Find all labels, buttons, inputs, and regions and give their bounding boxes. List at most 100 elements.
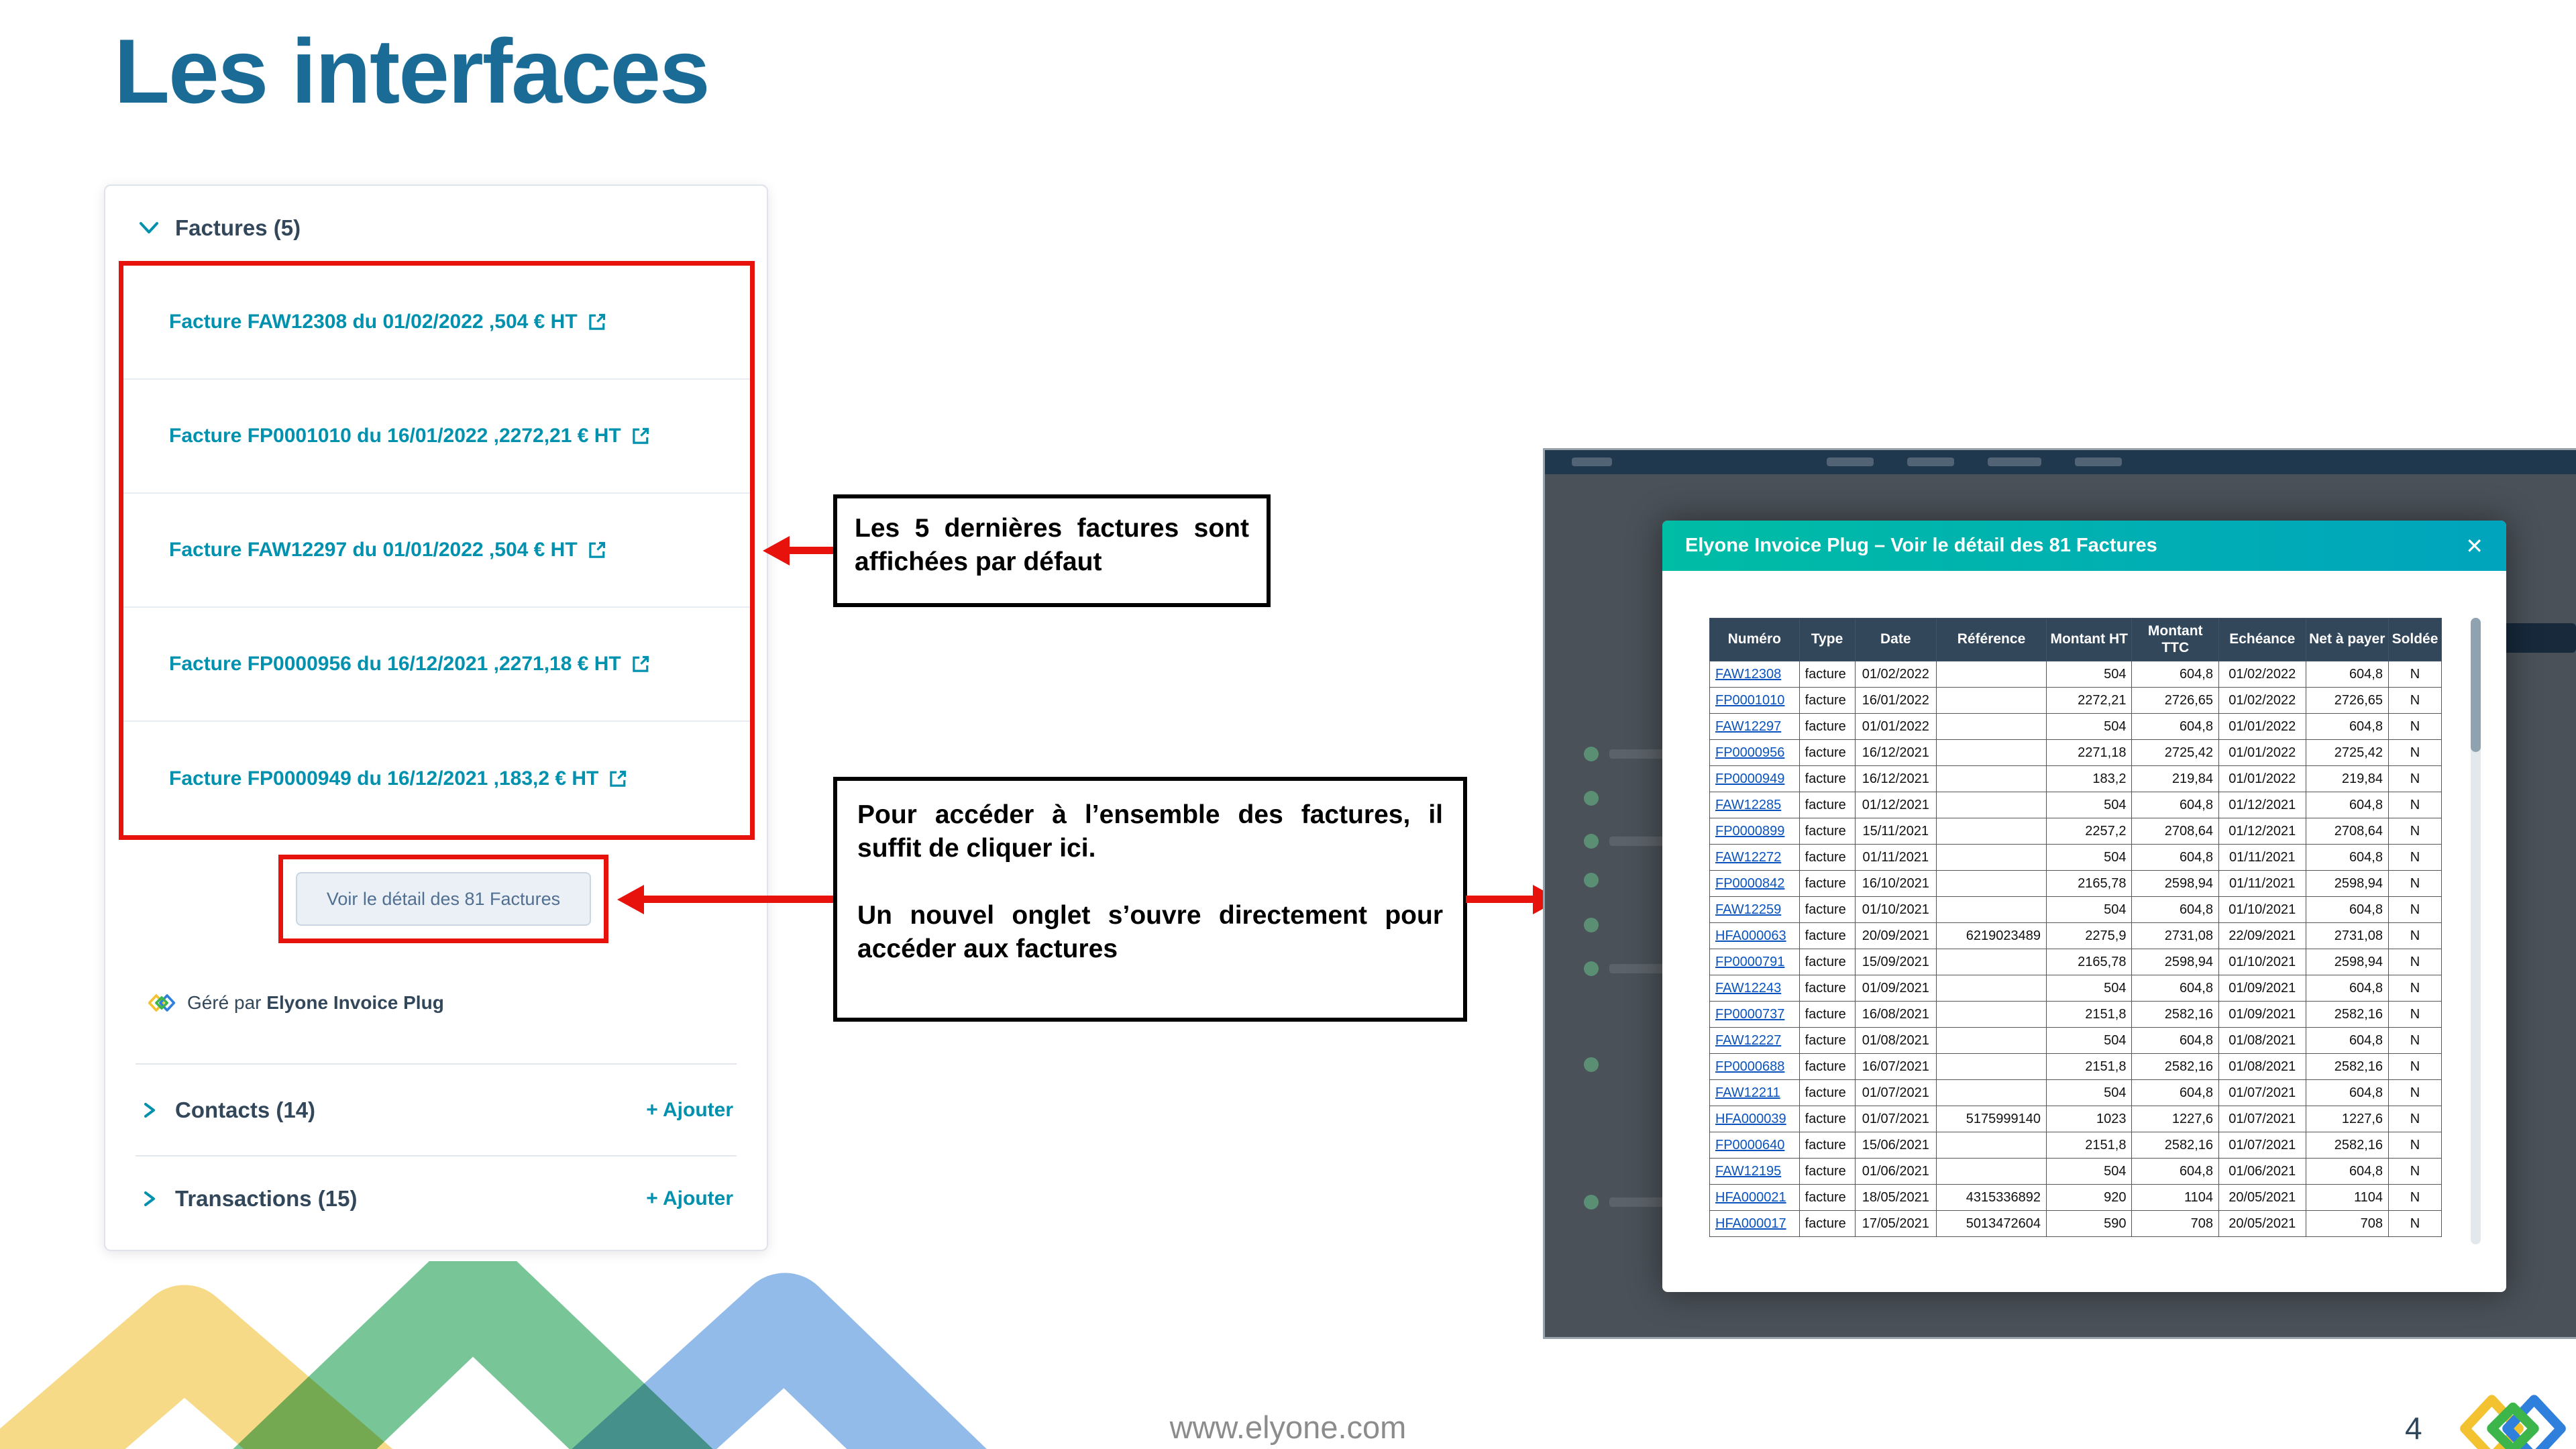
invoice-number-link[interactable]: FAW12211 [1715, 1085, 1780, 1100]
table-header-cell: Type [1799, 618, 1856, 661]
invoice-list-item[interactable]: Facture FAW12308 du 01/02/2022 ,504 € HT [123, 266, 750, 380]
cell-montant-ht: 183,2 [2045, 765, 2133, 792]
cell-montant-ttc: 1227,6 [2131, 1106, 2219, 1132]
cell-type: facture [1799, 739, 1856, 766]
callout-paragraph: Pour accéder à l’ensemble des factures, … [857, 800, 1443, 863]
invoice-link[interactable]: Facture FP0001010 du 16/01/2022 ,2272,21… [169, 425, 621, 447]
page-number: 4 [2405, 1411, 2422, 1446]
cell-net-a-payer: 2726,65 [2305, 687, 2390, 714]
cell-reference [1936, 792, 2047, 818]
external-link-icon [588, 313, 605, 330]
table-header-cell: Echéance [2218, 618, 2306, 661]
cell-net-a-payer: 2582,16 [2305, 1053, 2390, 1080]
cell-reference [1936, 896, 2047, 923]
table-row: FP0001010 facture 16/01/2022 2272,21 272… [1709, 687, 2442, 714]
invoice-number-link[interactable]: FP0000688 [1715, 1059, 1785, 1074]
cell-date: 01/02/2022 [1854, 661, 1937, 688]
cell-montant-ht: 1023 [2045, 1106, 2133, 1132]
cell-date: 01/07/2021 [1854, 1106, 1937, 1132]
cell-montant-ttc: 1104 [2131, 1184, 2219, 1211]
invoice-number-link[interactable]: FP0000640 [1715, 1137, 1785, 1152]
cell-soldee: N [2388, 922, 2442, 949]
cell-echeance: 01/11/2021 [2218, 870, 2306, 897]
add-contact-button[interactable]: + Ajouter [646, 1098, 733, 1121]
modal-scrollbar[interactable] [2471, 618, 2481, 1244]
invoice-link[interactable]: Facture FP0000949 du 16/12/2021 ,183,2 €… [169, 767, 599, 790]
cell-date: 01/09/2021 [1854, 975, 1937, 1002]
view-all-invoices-button[interactable]: Voir le détail des 81 Factures [296, 872, 591, 926]
table-row: HFA000063 facture 20/09/2021 6219023489 … [1709, 922, 2442, 949]
invoice-number-link[interactable]: FP0000949 [1715, 771, 1785, 786]
invoice-link[interactable]: Facture FAW12308 du 01/02/2022 ,504 € HT [169, 311, 578, 333]
cell-net-a-payer: 604,8 [2305, 1158, 2390, 1185]
managed-by-row: Géré par Elyone Invoice Plug [147, 992, 444, 1014]
factures-section-title: Factures (5) [175, 215, 301, 240]
close-icon[interactable]: ✕ [2465, 533, 2483, 558]
modal-header: Elyone Invoice Plug – Voir le détail des… [1662, 521, 2506, 571]
cell-date: 17/05/2021 [1854, 1210, 1937, 1237]
cell-montant-ttc: 604,8 [2131, 1158, 2219, 1185]
cell-type: facture [1799, 1027, 1856, 1054]
cell-type: facture [1799, 713, 1856, 740]
invoice-number-link[interactable]: FAW12195 [1715, 1163, 1782, 1179]
add-transaction-button[interactable]: + Ajouter [646, 1187, 733, 1210]
spacer [857, 865, 1443, 899]
invoice-number-link[interactable]: FAW12285 [1715, 797, 1782, 812]
table-row: FP0000956 facture 16/12/2021 2271,18 272… [1709, 739, 2442, 766]
cell-soldee: N [2388, 1158, 2442, 1185]
cell-echeance: 01/10/2021 [2218, 896, 2306, 923]
invoice-number-link[interactable]: HFA000039 [1715, 1111, 1786, 1126]
table-row: FP0000737 facture 16/08/2021 2151,8 2582… [1709, 1001, 2442, 1028]
table-row: FP0000640 facture 15/06/2021 2151,8 2582… [1709, 1132, 2442, 1159]
cell-montant-ttc: 604,8 [2131, 661, 2219, 688]
invoice-number-link[interactable]: FP0000737 [1715, 1006, 1785, 1022]
invoice-number-link[interactable]: FAW12243 [1715, 980, 1782, 996]
invoice-number-link[interactable]: FP0000956 [1715, 745, 1785, 760]
cell-net-a-payer: 2582,16 [2305, 1001, 2390, 1028]
invoice-number-link[interactable]: FAW12308 [1715, 666, 1782, 682]
invoice-list-item[interactable]: Facture FAW12297 du 01/01/2022 ,504 € HT [123, 494, 750, 608]
table-row: FAW12211 facture 01/07/2021 504 604,8 01… [1709, 1079, 2442, 1106]
cell-date: 16/12/2021 [1854, 765, 1937, 792]
table-row: FP0000899 facture 15/11/2021 2257,2 2708… [1709, 818, 2442, 845]
cell-net-a-payer: 219,84 [2305, 765, 2390, 792]
contacts-section-header[interactable]: Contacts (14) + Ajouter [139, 1085, 733, 1135]
invoice-link[interactable]: Facture FAW12297 du 01/01/2022 ,504 € HT [169, 539, 578, 561]
transactions-section-header[interactable]: Transactions (15) + Ajouter [139, 1173, 733, 1224]
table-row: FP0000842 facture 16/10/2021 2165,78 259… [1709, 870, 2442, 897]
transactions-section-title: Transactions (15) [175, 1185, 358, 1211]
cell-soldee: N [2388, 896, 2442, 923]
cell-montant-ht: 590 [2045, 1210, 2133, 1237]
invoice-link[interactable]: Facture FP0000956 du 16/12/2021 ,2271,18… [169, 653, 621, 675]
invoice-number-link[interactable]: FP0001010 [1715, 692, 1785, 708]
invoice-number-link[interactable]: FP0000791 [1715, 954, 1785, 969]
invoice-number-link[interactable]: FAW12227 [1715, 1032, 1782, 1048]
arrow-to-invoice-list [790, 547, 833, 554]
cell-reference [1936, 1027, 2047, 1054]
cell-net-a-payer: 604,8 [2305, 844, 2390, 871]
cell-echeance: 01/06/2021 [2218, 1158, 2306, 1185]
table-row: FAW12308 facture 01/02/2022 504 604,8 01… [1709, 661, 2442, 688]
invoice-list-item[interactable]: Facture FP0000956 du 16/12/2021 ,2271,18… [123, 608, 750, 722]
cell-date: 16/07/2021 [1854, 1053, 1937, 1080]
invoice-number-link[interactable]: FP0000899 [1715, 823, 1785, 839]
invoice-number-link[interactable]: FAW12272 [1715, 849, 1782, 865]
invoice-number-link[interactable]: HFA000063 [1715, 928, 1786, 943]
cell-montant-ht: 504 [2045, 713, 2133, 740]
table-row: HFA000039 facture 01/07/2021 5175999140 … [1709, 1106, 2442, 1132]
cell-reference [1936, 739, 2047, 766]
invoice-number-link[interactable]: HFA000021 [1715, 1189, 1786, 1205]
invoice-list-item[interactable]: Facture FP0000949 du 16/12/2021 ,183,2 €… [123, 722, 750, 836]
scrollbar-thumb[interactable] [2471, 618, 2481, 752]
factures-section-header[interactable]: Factures (5) [139, 211, 301, 245]
invoice-number-link[interactable]: FAW12259 [1715, 902, 1782, 917]
table-row: HFA000017 facture 17/05/2021 5013472604 … [1709, 1210, 2442, 1237]
invoice-list-item[interactable]: Facture FP0001010 du 16/01/2022 ,2272,21… [123, 380, 750, 494]
cell-montant-ht: 504 [2045, 661, 2133, 688]
cell-reference [1936, 975, 2047, 1002]
invoice-number-link[interactable]: FAW12297 [1715, 718, 1782, 734]
invoice-number-link[interactable]: HFA000017 [1715, 1216, 1786, 1231]
cell-date: 01/07/2021 [1854, 1079, 1937, 1106]
invoice-number-link[interactable]: FP0000842 [1715, 875, 1785, 891]
